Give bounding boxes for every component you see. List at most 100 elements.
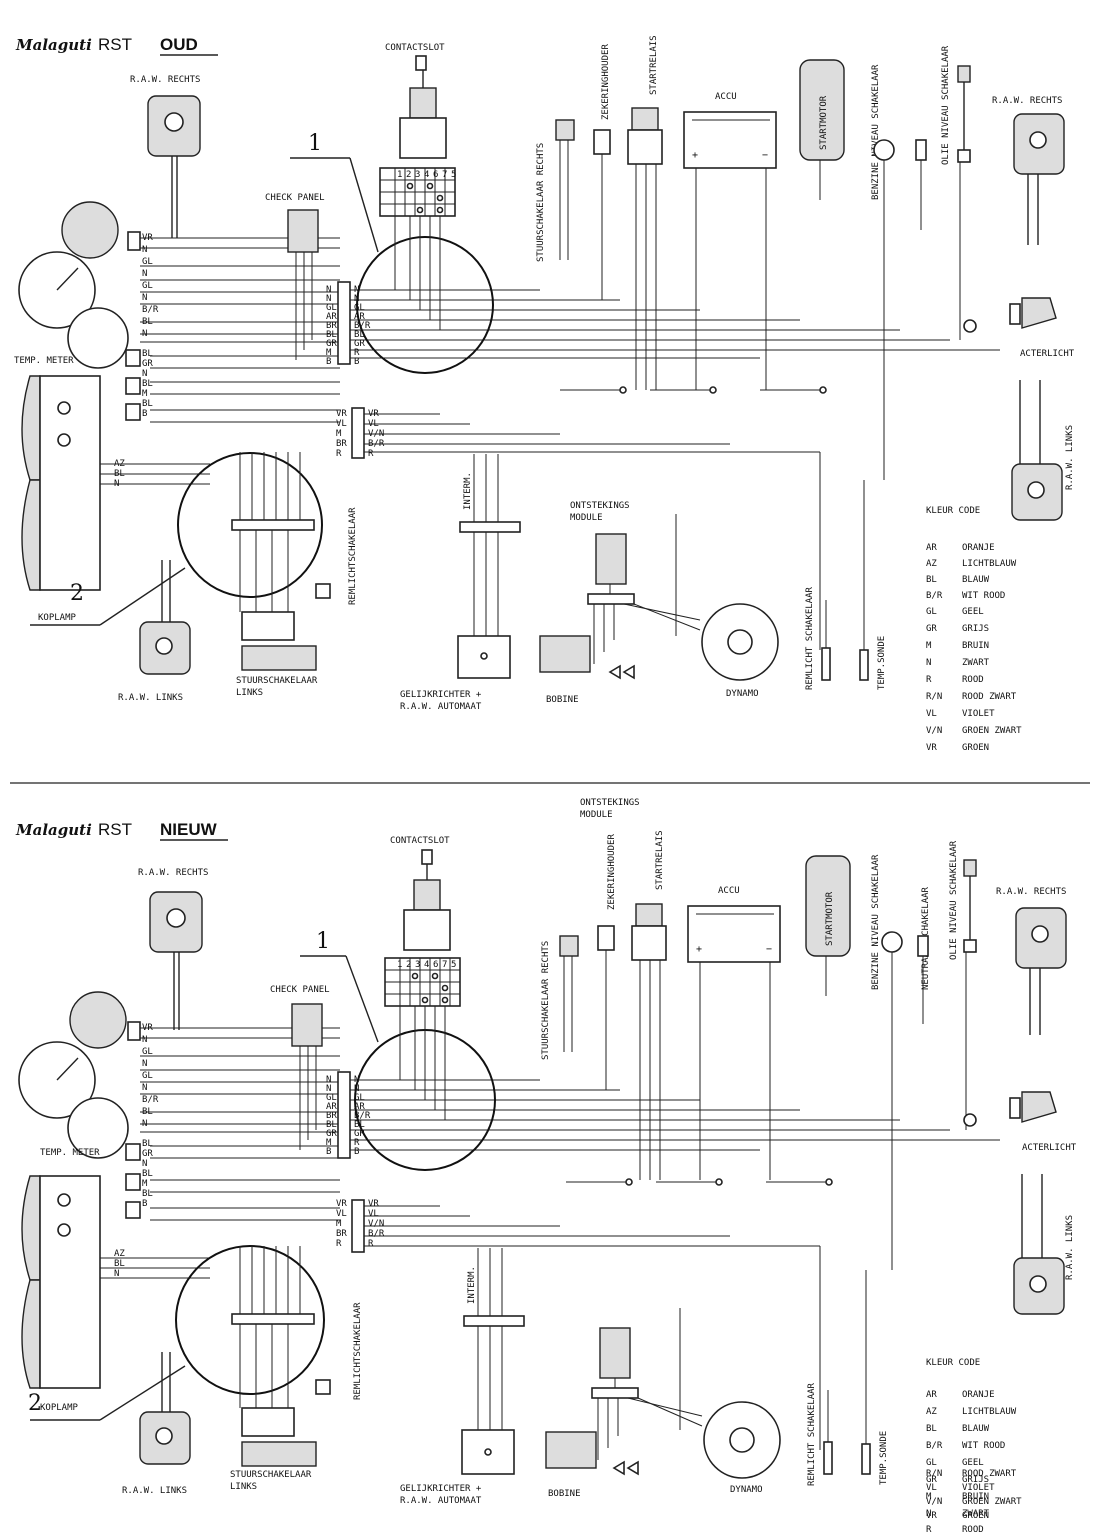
ignition-grid-number: 7	[442, 960, 447, 970]
wire-color-tag: AZ	[114, 459, 125, 469]
wire-color-tag: AR	[354, 312, 365, 322]
legend-code: V/N	[926, 726, 942, 736]
legend-code: N	[926, 1509, 931, 1519]
connector-2	[351, 1199, 821, 1450]
legend-name: GEEL	[962, 1458, 984, 1468]
fuel-level-switch-icon	[881, 931, 903, 953]
handlebar-switch-right-icon	[559, 935, 579, 957]
indicator-lamp-icon	[127, 231, 141, 251]
wire-color-tag: N	[326, 1075, 331, 1085]
legend-name: BRUIN	[962, 1492, 989, 1502]
callout-1-number: 1	[308, 131, 322, 156]
svg-text:+: +	[696, 944, 702, 955]
wire-color-tag: N	[142, 329, 147, 339]
brake-switch-front-icon	[315, 1379, 331, 1395]
brand-logo: Malaguti	[15, 36, 92, 54]
connector-switch-left	[231, 519, 315, 531]
kleur-code-title: KLEUR CODE	[926, 1358, 980, 1368]
svg-text:−: −	[766, 944, 772, 955]
wire-color-tag: R	[368, 449, 374, 459]
wire-color-tag: R	[354, 1138, 360, 1148]
legend-name: GRIJS	[962, 624, 989, 634]
indicator-lamp-icon	[127, 1021, 141, 1041]
wire-color-tag: BL	[114, 1259, 125, 1269]
raw-rechts-left-label: R.A.W. RECHTS	[138, 868, 208, 878]
legend-name: GRIJS	[962, 1475, 989, 1485]
wire-color-tag: N	[326, 294, 331, 304]
key-icon	[415, 55, 427, 71]
legend-code: AZ	[926, 1407, 937, 1417]
startmotor-label: STARTMOTOR	[825, 891, 835, 946]
wire-color-tag: GL	[354, 1093, 365, 1103]
callout-2-number: 2	[28, 1391, 42, 1416]
legend-code: N	[926, 658, 931, 668]
wire-color-tag: BR	[326, 1111, 337, 1121]
wire-color-tag: B/R	[142, 1095, 159, 1105]
variant-title: OUD	[160, 35, 198, 54]
rectifier-icon	[461, 1429, 515, 1475]
contactslot-label: CONTACTSLOT	[390, 836, 450, 846]
wire-color-tag: VL	[336, 1209, 347, 1219]
ignition-coil-icon	[539, 635, 591, 673]
wire-color-tag: B/R	[368, 1229, 385, 1239]
key-icon	[421, 849, 433, 865]
ignition-grid-number: 5	[451, 960, 456, 970]
legend-code: VL	[926, 709, 937, 719]
wire-color-tag: BL	[142, 1169, 153, 1179]
ignition-grid-number: 2	[406, 170, 411, 180]
check-panel-icon	[291, 1003, 323, 1047]
legend-name: WIT ROOD	[962, 1441, 1005, 1451]
zekeringhouder-label: ZEKERINGHOUDER	[601, 44, 611, 120]
wire-color-tag: R	[336, 1239, 342, 1249]
legend-name: GROEN	[962, 743, 989, 753]
wire-color-tag: VL	[368, 419, 379, 429]
wire-color-tag: N	[142, 369, 147, 379]
kleur-code-legend: KLEUR CODE AR ORANJE AZ LICHTBLAUW BL BL…	[926, 1358, 1017, 1532]
wire-color-tag: B	[142, 1199, 147, 1209]
temp-warning-lamp-icon	[125, 349, 141, 367]
legend-code: B/R	[926, 1441, 943, 1451]
intermediate-connector	[459, 521, 521, 533]
wire-color-tag: B/R	[354, 321, 371, 331]
temp-sensor-icon	[859, 649, 869, 681]
raw-links-bottom-label: R.A.W. LINKS	[118, 693, 183, 703]
wire-color-tag: N	[354, 285, 359, 295]
wire-color-tag: VR	[368, 1199, 379, 1209]
legend-code: V/N	[926, 1497, 942, 1507]
battery-icon	[687, 905, 781, 963]
legend-name: GROEN ZWART	[962, 1497, 1022, 1507]
gelijkrichter-label: GELIJKRICHTER +R.A.W. AUTOMAAT	[400, 690, 482, 712]
starter-motor-icon	[799, 59, 845, 161]
wire-color-tag: M	[326, 348, 332, 358]
wire-color-tag: GR	[326, 1129, 337, 1139]
remlichtschakelaar-label: REMLICHTSCHAKELAAR	[353, 1302, 363, 1400]
wire-color-tag: VR	[336, 1199, 347, 1209]
ignition-grid-number: 3	[415, 960, 420, 970]
wire-color-tag: BR	[326, 321, 337, 331]
legend-name: BLAUW	[962, 575, 990, 585]
legend-name: BRUIN	[962, 641, 989, 651]
ignition-switch-body	[403, 909, 451, 951]
neutral-lamp-icon	[125, 377, 141, 395]
legend-name: LICHTBLAUW	[962, 1407, 1017, 1417]
ignition-grid-number: 4	[424, 960, 429, 970]
legend-code: BL	[926, 575, 937, 585]
check-panel-label: CHECK PANEL	[265, 193, 325, 203]
wire-color-tag: BL	[142, 317, 153, 327]
wire-color-tag: M	[336, 1219, 342, 1229]
legend-code: VL	[926, 1483, 937, 1493]
ignition-grid-number: 1	[397, 170, 402, 180]
legend-name: ORANJE	[962, 1390, 995, 1400]
model-name: RST	[98, 820, 132, 839]
schematic-oud: Malaguti RST OUD CONTACTSLOT	[14, 35, 1075, 753]
wire-color-tag: AR	[354, 1102, 365, 1112]
tail-light-icon	[1021, 1091, 1057, 1123]
legend-name: ROOD ZWART	[962, 692, 1017, 702]
connector-1	[337, 281, 1000, 365]
koplamp-label: KOPLAMP	[40, 1403, 79, 1413]
raw-rechts-right-label: R.A.W. RECHTS	[992, 96, 1062, 106]
raw-rechts-right-label: R.A.W. RECHTS	[996, 887, 1066, 897]
benzine-label: BENZINE NIVEAU SCHAKELAAR	[871, 854, 881, 990]
